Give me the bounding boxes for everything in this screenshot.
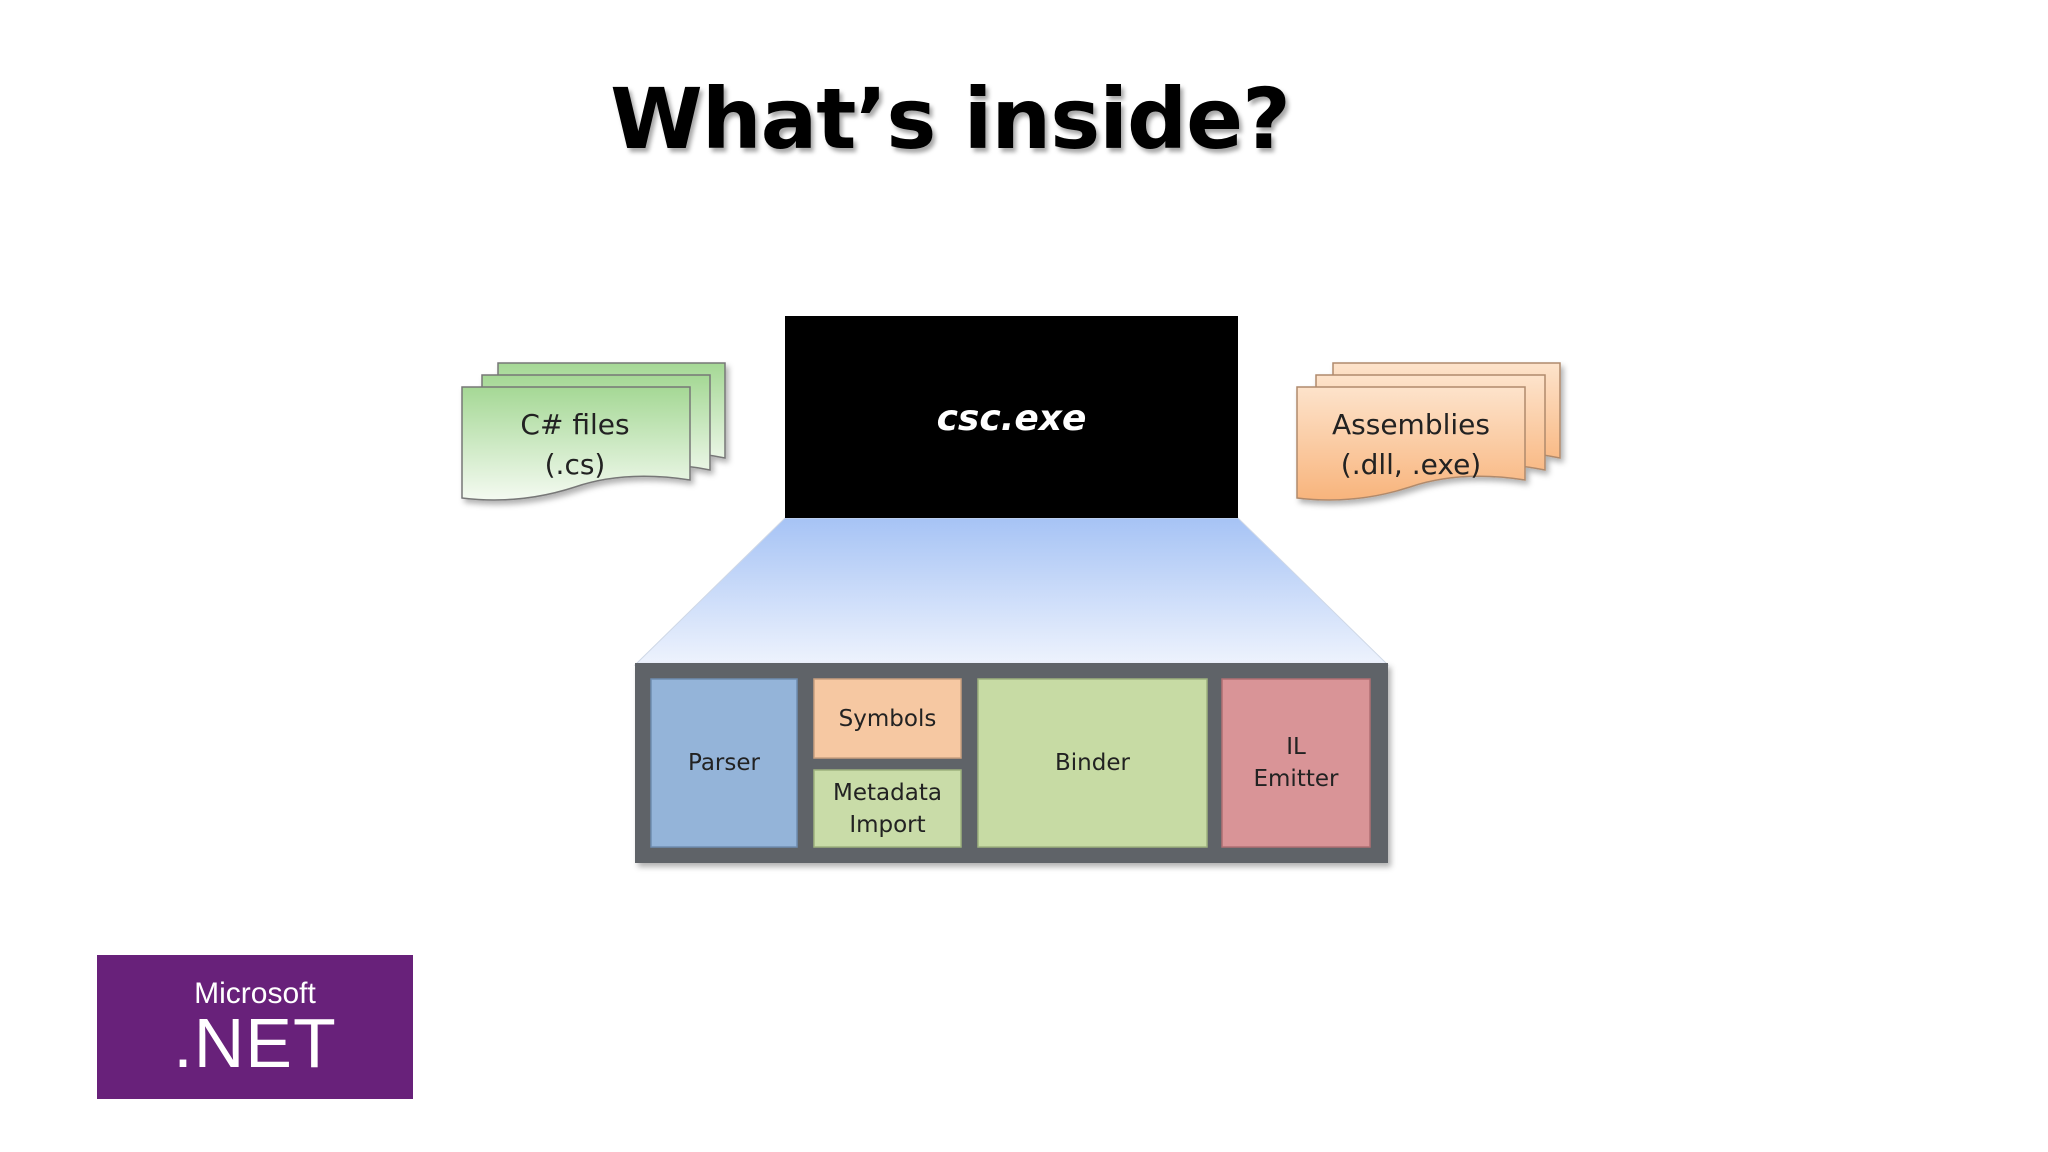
output-assemblies-line2: (.dll, .exe) bbox=[1340, 448, 1482, 481]
il-emitter-box bbox=[1221, 678, 1371, 848]
expansion-funnel bbox=[633, 517, 1390, 666]
symbols-label: Symbols bbox=[838, 705, 937, 732]
slide-title: What’s inside? bbox=[610, 70, 1291, 168]
il-emitter-label: IL Emitter bbox=[1222, 679, 1370, 847]
input-files-line1: C# files bbox=[520, 408, 630, 441]
il-emitter-line2: Emitter bbox=[1253, 766, 1339, 792]
logo-net-text: .NET bbox=[173, 1004, 337, 1082]
parser-label: Parser bbox=[688, 750, 760, 776]
il-emitter-line1: IL bbox=[1286, 734, 1306, 760]
input-files-label: C# files (.cs) bbox=[462, 400, 688, 490]
binder-box bbox=[977, 678, 1208, 848]
csc-box bbox=[785, 316, 1238, 518]
output-assemblies-label: Assemblies (.dll, .exe) bbox=[1297, 400, 1525, 490]
csc-exe-label: csc.exe bbox=[936, 398, 1087, 439]
input-files-stack bbox=[461, 362, 726, 501]
output-files-stack bbox=[1296, 362, 1561, 501]
logo-microsoft-text: Microsoft bbox=[194, 977, 316, 1010]
symbols-box bbox=[813, 678, 962, 759]
parser-box bbox=[650, 678, 798, 848]
binder-label: Binder bbox=[1055, 750, 1130, 776]
metadata-import-box bbox=[813, 769, 962, 848]
metadata-import-label: Metadata Import bbox=[814, 770, 961, 847]
output-assemblies-line1: Assemblies bbox=[1332, 408, 1490, 441]
microsoft-net-logo: Microsoft .NET bbox=[97, 955, 413, 1099]
metadata-import-line2: Import bbox=[849, 811, 926, 838]
input-files-line2: (.cs) bbox=[544, 448, 606, 481]
metadata-import-line1: Metadata bbox=[833, 779, 942, 806]
